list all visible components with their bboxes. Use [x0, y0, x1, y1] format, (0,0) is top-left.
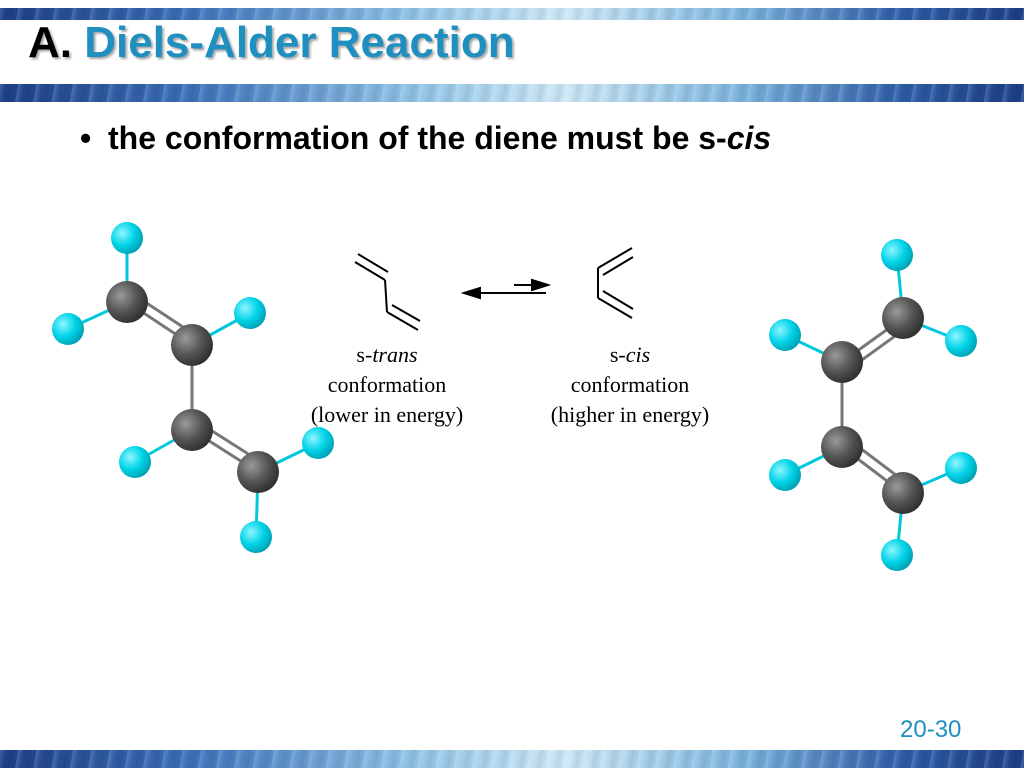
s-trans-line2: conformation: [327, 372, 447, 397]
bullet-emphasis: cis: [726, 120, 772, 156]
carbon-atom: [821, 426, 863, 468]
s-trans-ball-and-stick-model: [52, 222, 334, 553]
top-decorative-band: [0, 8, 1024, 20]
hydrogen-atom: [945, 325, 977, 357]
title-prefix: A.: [28, 18, 72, 67]
carbon-atom: [882, 472, 924, 514]
hydrogen-atom: [240, 521, 272, 553]
carbon-atom: [882, 297, 924, 339]
carbon-atom: [171, 324, 213, 366]
hydrogen-atom: [769, 319, 801, 351]
hydrogen-atom: [119, 446, 151, 478]
s-trans-name: s-trans: [356, 342, 418, 367]
hydrogen-atom: [111, 222, 143, 254]
title-main: Diels-Alder Reaction: [84, 18, 515, 67]
equilibrium-arrows: [460, 278, 552, 300]
carbon-atom: [237, 451, 279, 493]
s-trans-line3: (lower in energy): [310, 402, 464, 427]
hydrogen-atom: [769, 459, 801, 491]
hydrogen-atom: [234, 297, 266, 329]
hydrogen-atom: [881, 539, 913, 571]
carbon-atom: [171, 409, 213, 451]
bottom-decorative-band: [0, 750, 1024, 768]
title-decorative-band: [0, 84, 1024, 102]
s-cis-caption: s-cis conformation (higher in energy): [518, 340, 742, 430]
hydrogen-atom: [881, 239, 913, 271]
hydrogen-atom: [945, 452, 977, 484]
s-cis-line3: (higher in energy): [550, 402, 710, 427]
s-trans-caption: s-trans conformation (lower in energy): [280, 340, 494, 430]
s-cis-line2: conformation: [570, 372, 690, 397]
slide-title: A. Diels-Alder Reaction: [28, 18, 515, 68]
bullet-point: • the conformation of the diene must be s…: [80, 120, 771, 157]
carbon-atom: [821, 341, 863, 383]
carbon-atom: [106, 281, 148, 323]
s-trans-line-structure: [354, 253, 421, 331]
s-cis-line-structure: [597, 247, 634, 319]
s-cis-ball-and-stick-model: [769, 239, 977, 571]
bullet-icon: •: [80, 120, 92, 156]
bullet-text: the conformation of the diene must be s-: [108, 120, 727, 156]
hydrogen-atom: [52, 313, 84, 345]
page-number: 20-30: [900, 716, 962, 743]
s-cis-name: s-cis: [609, 342, 651, 367]
hydrogen-atom: [302, 427, 334, 459]
